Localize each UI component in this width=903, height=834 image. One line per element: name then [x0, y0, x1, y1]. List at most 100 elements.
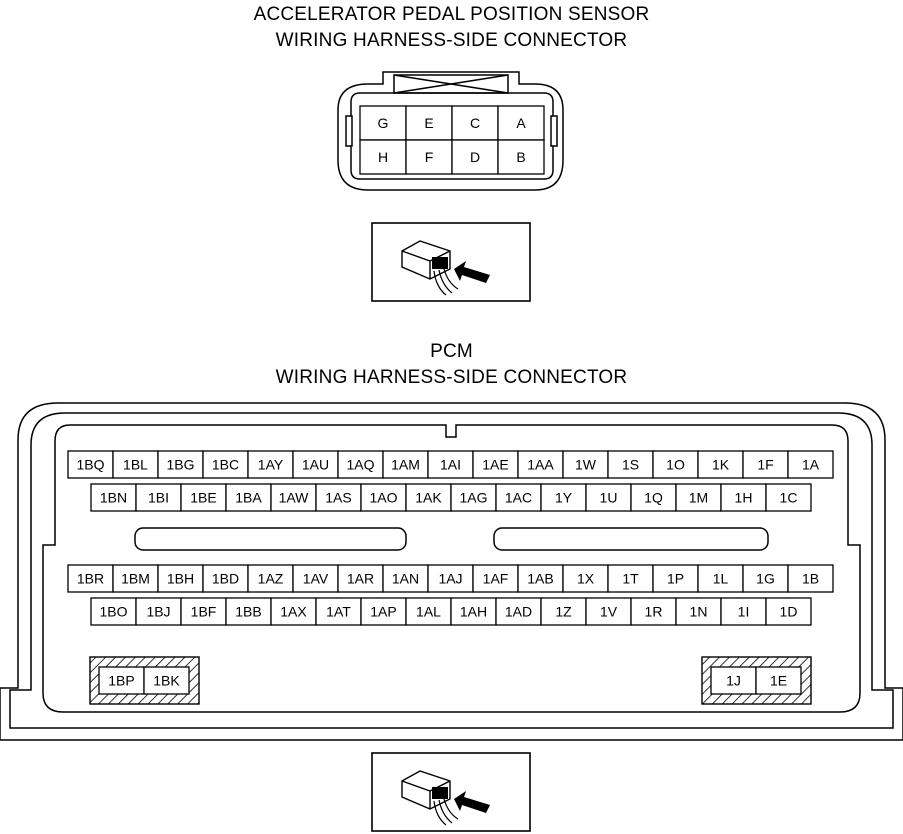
pin-label: 1AP [370, 604, 396, 620]
pin-label: 1AJ [438, 571, 462, 587]
pin-1E: 1E [755, 666, 802, 695]
pin-label: 1Q [644, 490, 663, 506]
pin-1O: 1O [652, 450, 699, 479]
pin-1BH: 1BH [157, 564, 204, 593]
pin-label: 1H [735, 490, 753, 506]
pin-1AS: 1AS [315, 483, 362, 512]
pin-label: 1AF [483, 571, 509, 587]
pin-1AZ: 1AZ [247, 564, 294, 593]
pin-label: 1AG [459, 490, 487, 506]
pin-label: 1L [713, 571, 729, 587]
pin-1R: 1R [630, 597, 677, 626]
pin-label: 1Z [555, 604, 572, 620]
pin-1AX: 1AX [270, 597, 317, 626]
pin-1AA: 1AA [517, 450, 564, 479]
pin-B: B [497, 139, 545, 175]
pin-label: 1AM [391, 457, 420, 473]
pin-label: 1M [689, 490, 708, 506]
pin-1BM: 1BM [112, 564, 159, 593]
pin-1BE: 1BE [180, 483, 227, 512]
pin-1C: 1C [765, 483, 812, 512]
pin-label: 1BM [121, 571, 150, 587]
pin-label: 1AD [505, 604, 532, 620]
pin-1AU: 1AU [292, 450, 339, 479]
pin-label: 1BQ [76, 457, 104, 473]
app-title-line2: WIRING HARNESS-SIDE CONNECTOR [275, 30, 628, 51]
pin-label: 1I [738, 604, 750, 620]
pin-label: 1C [780, 490, 798, 506]
pin-1AJ: 1AJ [427, 564, 474, 593]
pin-1AR: 1AR [337, 564, 384, 593]
pin-label: 1Y [555, 490, 573, 506]
pin-label: 1AI [440, 457, 461, 473]
pin-label: 1BR [77, 571, 104, 587]
pin-1AT: 1AT [315, 597, 362, 626]
pin-label: 1AR [347, 571, 374, 587]
pin-1AQ: 1AQ [337, 450, 384, 479]
pin-1V: 1V [585, 597, 632, 626]
pin-1AI: 1AI [427, 450, 474, 479]
pin-1BC: 1BC [202, 450, 249, 479]
pin-label: 1BD [212, 571, 239, 587]
pin-label: 1AT [326, 604, 351, 620]
pin-label: 1G [756, 571, 775, 587]
pcm-title-line2: WIRING HARNESS-SIDE CONNECTOR [275, 367, 628, 388]
pin-1G: 1G [742, 564, 789, 593]
pin-D: D [451, 139, 499, 175]
pin-label: 1U [600, 490, 618, 506]
pin-label: 1BA [235, 490, 262, 506]
pin-1M: 1M [675, 483, 722, 512]
pin-label: 1K [712, 457, 730, 473]
pin-1AN: 1AN [382, 564, 429, 593]
pin-1AF: 1AF [472, 564, 519, 593]
pin-label: 1A [802, 457, 820, 473]
pin-label: 1AA [527, 457, 554, 473]
pin-1BF: 1BF [180, 597, 227, 626]
pin-1T: 1T [607, 564, 654, 593]
pin-1AO: 1AO [360, 483, 407, 512]
pin-label: H [378, 149, 388, 165]
pin-1D: 1D [765, 597, 812, 626]
pin-label: 1BJ [146, 604, 170, 620]
pin-1BL: 1BL [112, 450, 159, 479]
pin-1AW: 1AW [270, 483, 317, 512]
pin-C: C [451, 105, 499, 141]
pin-label: 1BE [190, 490, 216, 506]
pin-label: 1BL [123, 457, 148, 473]
pin-label: 1P [667, 571, 684, 587]
pin-label: 1AQ [346, 457, 374, 473]
pin-label: 1AW [279, 490, 310, 506]
pin-label: A [516, 115, 526, 131]
pin-1X: 1X [562, 564, 609, 593]
pin-1J: 1J [710, 666, 757, 695]
pin-E: E [405, 105, 453, 141]
pin-label: C [470, 115, 480, 131]
pin-label: G [378, 115, 389, 131]
pin-1BO: 1BO [90, 597, 137, 626]
pin-label: 1BF [191, 604, 217, 620]
pin-label: 1AN [392, 571, 419, 587]
pin-1Y: 1Y [540, 483, 587, 512]
pin-1AB: 1AB [517, 564, 564, 593]
pin-G: G [359, 105, 407, 141]
right-hatched-pair: 1J 1E [701, 656, 812, 705]
pin-label: 1J [726, 673, 741, 689]
pin-label: 1E [770, 673, 787, 689]
pin-label: F [425, 149, 434, 165]
pin-label: 1BC [212, 457, 239, 473]
pin-1S: 1S [607, 450, 654, 479]
connector-view-icon [371, 752, 531, 832]
pin-label: 1S [622, 457, 639, 473]
pin-1Q: 1Q [630, 483, 677, 512]
pin-label: 1AV [303, 571, 329, 587]
pin-label: 1AY [258, 457, 284, 473]
pin-label: 1BK [153, 673, 180, 689]
pin-1AL: 1AL [405, 597, 452, 626]
pin-1L: 1L [697, 564, 744, 593]
pin-label: 1W [575, 457, 597, 473]
pin-1AM: 1AM [382, 450, 429, 479]
pin-label: 1BG [166, 457, 194, 473]
